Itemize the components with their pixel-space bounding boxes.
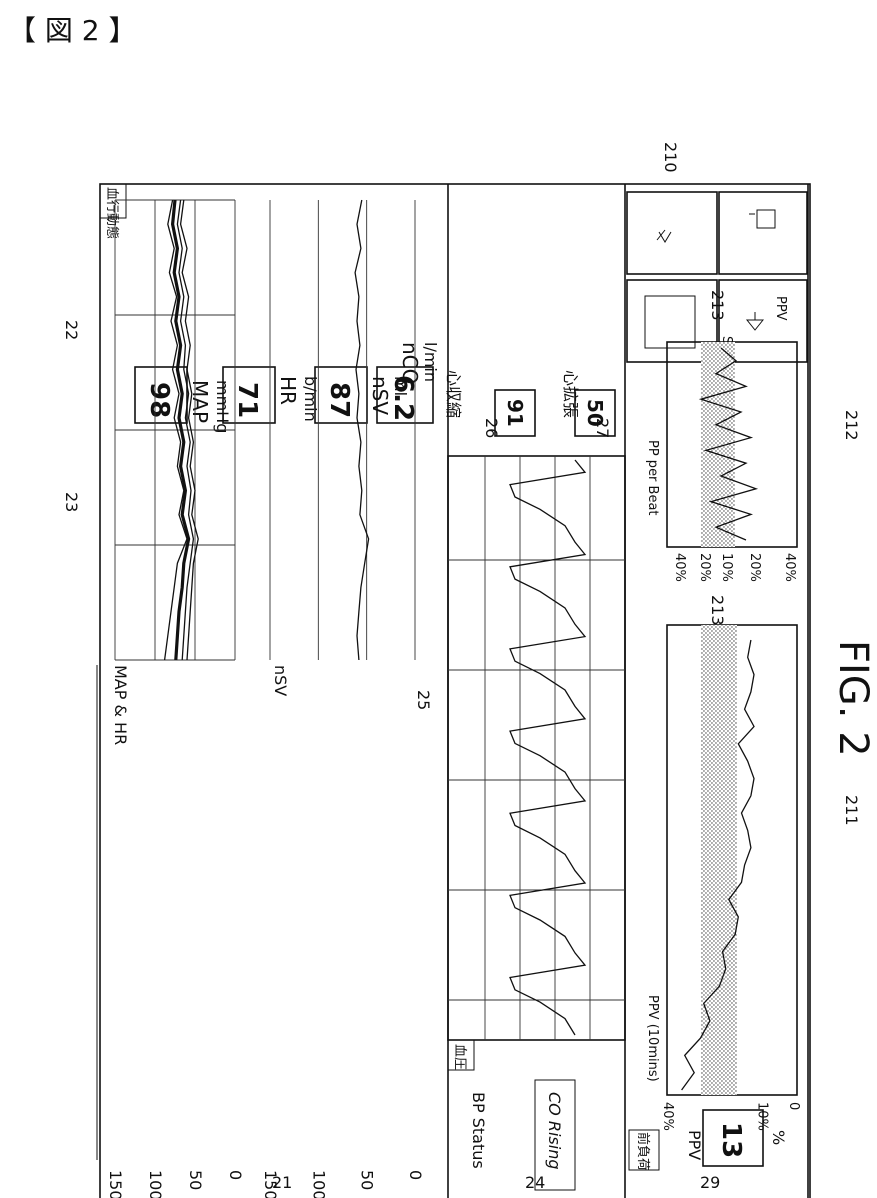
- pp-y-tick: 40%: [782, 553, 797, 582]
- nsv-y-tick: 0: [406, 1170, 425, 1180]
- hemodynamics-tab-label: 血行動態: [104, 187, 120, 239]
- hemodynamics-band: 血行動態 98 MAP mmHg 71 HR b/min 87 nSV ml: [97, 184, 448, 1198]
- ppv-10min-chart: PPV (10mins) 40% 10% 0: [645, 625, 801, 1131]
- ref-213-ppv: 213: [708, 595, 727, 626]
- tool-button-map-range[interactable]: [627, 192, 717, 274]
- ppv-readout-label: PPV: [685, 1130, 704, 1160]
- map-name: MAP: [188, 380, 212, 423]
- ref-22: 22: [62, 320, 81, 340]
- hr-name: HR: [276, 376, 300, 405]
- nsv-y-tick: 50: [358, 1170, 377, 1190]
- map-hr-y-tick: 0: [226, 1170, 245, 1180]
- patient-icon: [749, 210, 775, 228]
- ref-24: 24: [525, 1173, 545, 1192]
- map-hr-title: MAP & HR: [111, 665, 130, 745]
- view-square-icon: [645, 296, 695, 348]
- map-hr-y-tick: 50: [186, 1170, 205, 1190]
- bp-waveform-frame: [448, 456, 625, 1040]
- ref-25: 25: [414, 690, 433, 710]
- map-readout: 98 MAP mmHg: [135, 367, 232, 433]
- hr-value: 71: [232, 382, 262, 418]
- nsv-y-tick: 100: [309, 1170, 328, 1198]
- ref-211: 211: [842, 795, 861, 826]
- preload-tab-label: 前負荷: [635, 1132, 651, 1171]
- hr-unit: b/min: [301, 376, 320, 422]
- diastolic-label: 心拡張: [561, 370, 580, 418]
- pp-per-beat-chart: PP per Beat 40% 20% 10% 20% 40%: [645, 342, 797, 582]
- systolic-value: 91: [503, 399, 527, 427]
- map-value: 98: [144, 382, 174, 418]
- map-hr-y-tick: 150: [106, 1170, 125, 1198]
- ppv-chart-title: PPV (10mins): [645, 995, 660, 1082]
- nco-unit: l/min: [421, 342, 440, 382]
- toolbar: SVV PPV: [627, 192, 807, 362]
- nsv-value: 87: [324, 382, 354, 418]
- ppv-target-band: [701, 625, 737, 1095]
- pp-y-tick: 40%: [672, 553, 687, 582]
- ref-29: 29: [700, 1173, 720, 1192]
- device-display: 血行動態 98 MAP mmHg 71 HR b/min 87 nSV ml: [97, 184, 810, 1198]
- ref-26: 26: [482, 418, 501, 438]
- ref-210: 210: [661, 142, 680, 173]
- pp-y-tick: 10%: [719, 553, 734, 582]
- bp-status-label: BP Status: [469, 1092, 488, 1169]
- bp-tab-label: 血圧: [452, 1044, 467, 1070]
- ref-27: 27: [593, 418, 612, 438]
- tool-button-patient[interactable]: [719, 192, 807, 274]
- bp-status-value: CO Rising: [545, 1092, 564, 1170]
- ref-212: 212: [842, 410, 861, 441]
- blood-pressure-band: 心収縮 91 心拡張 50 血圧 BP Status CO Rising: [444, 370, 625, 1190]
- ppv-y-tick: 10%: [755, 1102, 770, 1131]
- hr-readout: 71 HR b/min: [223, 367, 320, 423]
- figure-header-label: 【 図 2 】: [8, 14, 137, 47]
- pp-y-tick: 20%: [747, 553, 762, 582]
- ppv-toggle-label: PPV: [773, 296, 788, 321]
- pp-y-tick: 20%: [697, 553, 712, 582]
- map-hr-trend-chart: MAP & HR 150 100 50 0: [97, 200, 245, 1198]
- ref-213-pp: 213: [708, 290, 727, 321]
- ref-23: 23: [62, 492, 81, 512]
- ppv-value: 13: [716, 1122, 746, 1158]
- swap-arrow-icon-2: [657, 230, 671, 242]
- preload-band: SVV PPV PPV (10mins) 40% 10% 0 PP per Beat…: [627, 192, 807, 1171]
- pp-chart-title: PP per Beat: [645, 440, 660, 516]
- nco-name: nCO: [398, 342, 422, 384]
- ppv-unit: %: [769, 1130, 788, 1145]
- ref-21: 21: [272, 1173, 292, 1192]
- bp-waveform: [510, 460, 585, 1035]
- map-hr-y-tick: 100: [146, 1170, 165, 1198]
- ppv-y-tick: 40%: [660, 1102, 675, 1131]
- systolic-label: 心収縮: [444, 370, 463, 418]
- nsv-trend-title: nSV: [271, 665, 290, 696]
- swap-arrow-icon: [747, 312, 763, 330]
- ppv-y-tick: 0: [786, 1102, 801, 1110]
- figure-caption: FIG. 2: [830, 640, 876, 757]
